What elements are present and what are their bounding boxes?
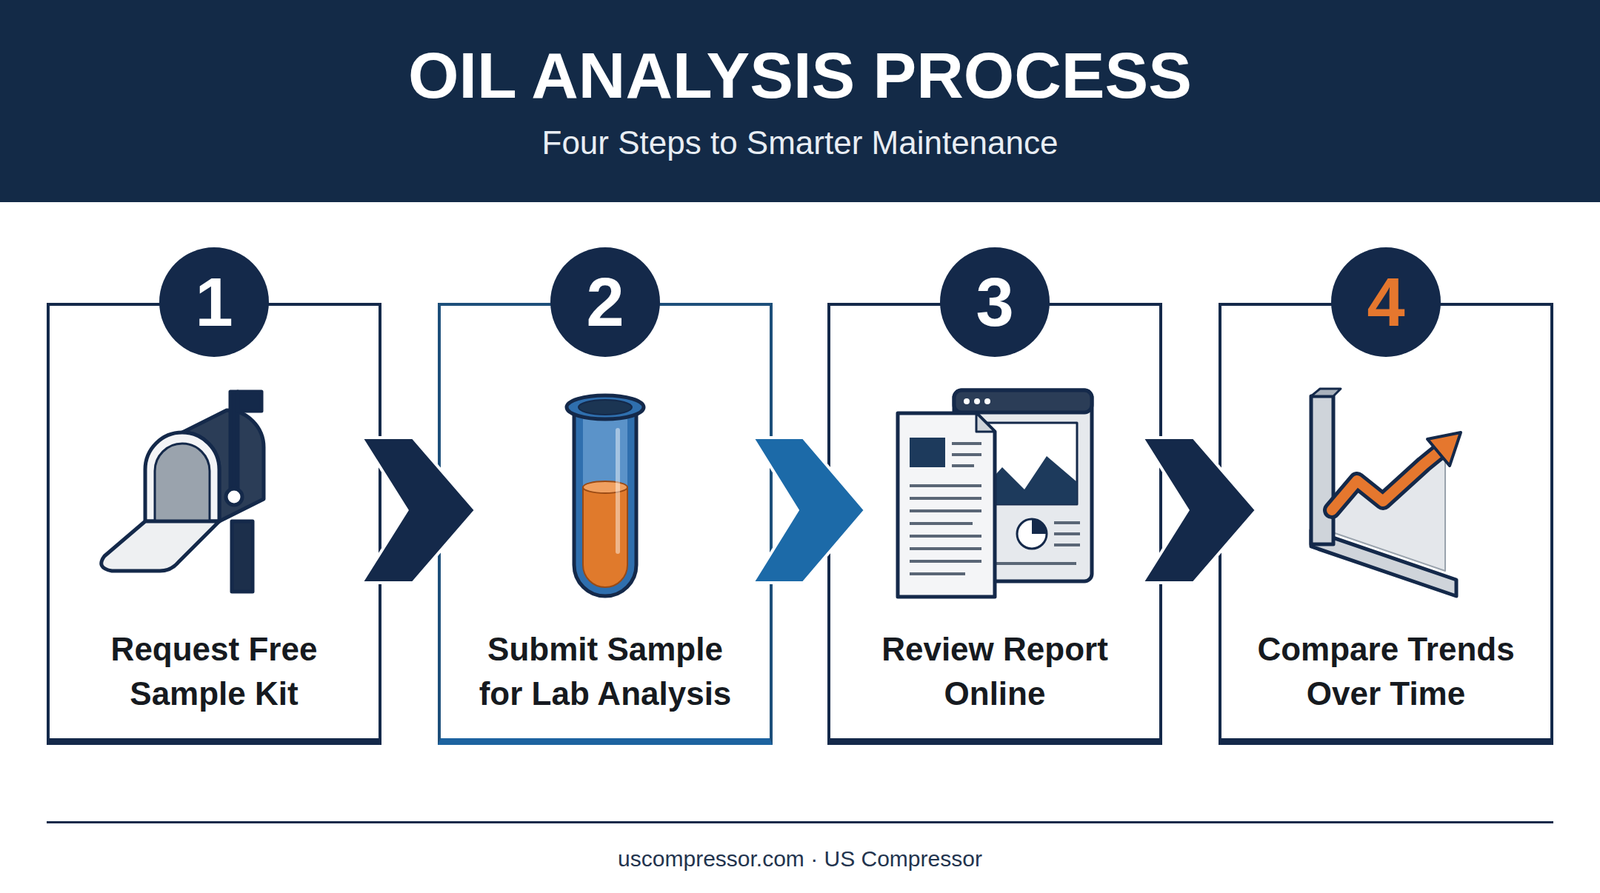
subtitle: Four Steps to Smarter Maintenance [0,122,1600,163]
step-box: 2Submit Sample for Lab Analysis [437,302,773,746]
title: OIL ANALYSIS PROCESS [0,37,1600,115]
step-label: Submit Sample for Lab Analysis [468,627,743,717]
caption: uscompressor.com · US Compressor [0,845,1600,874]
step-box: 1Request Free Sample Kit [46,302,382,746]
step-label: Compare Trends Over Time [1248,627,1523,717]
step-box: 3Review Report Online [827,302,1163,746]
step-number: 2 [550,247,660,358]
step-label: Review Report Online [857,627,1132,717]
step-number: 1 [159,247,269,358]
step-number: 4 [1331,247,1441,358]
step-box: 4Compare Trends Over Time [1218,302,1554,746]
step-number: 3 [940,247,1050,358]
footer-rule [46,821,1554,824]
step-label: Request Free Sample Kit [77,627,352,717]
